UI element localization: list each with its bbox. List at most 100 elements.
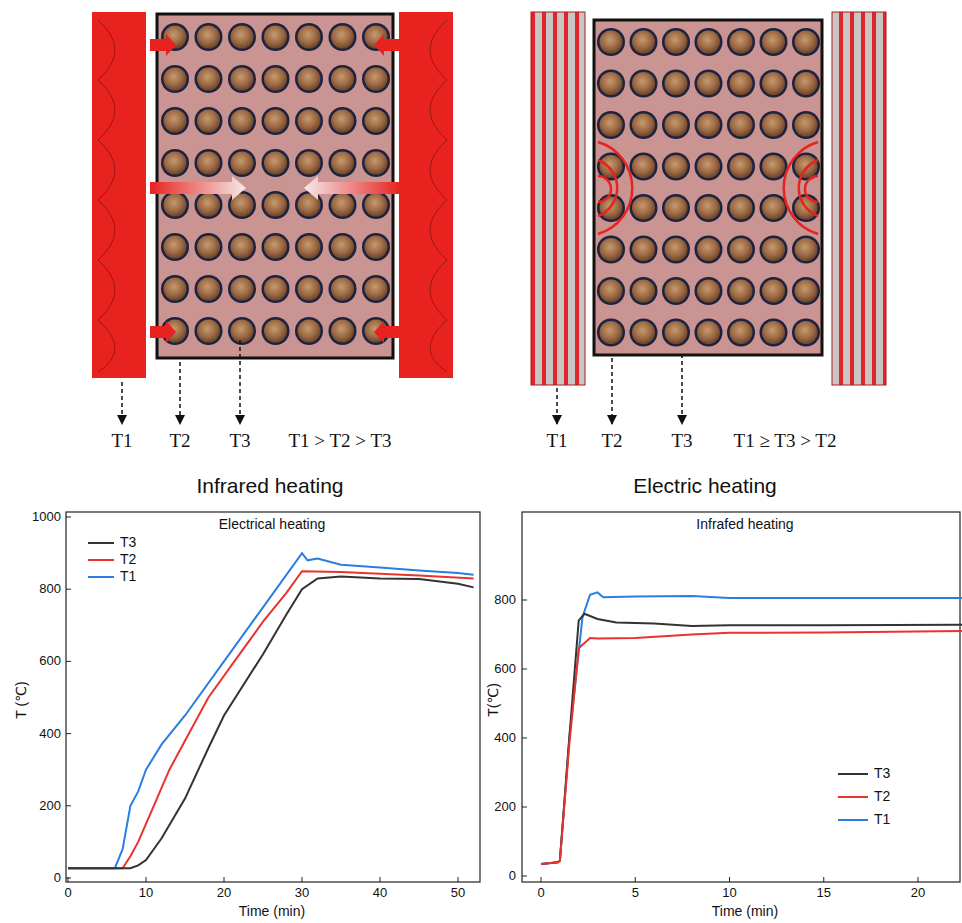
seed-ring xyxy=(727,236,755,264)
seed-ring xyxy=(195,149,223,177)
seed-ring xyxy=(662,236,690,264)
seed-ring xyxy=(727,319,755,347)
tick-label: 40 xyxy=(373,886,387,900)
legend-text: T3 xyxy=(120,535,136,550)
seed-ring xyxy=(792,28,820,56)
tick-label: 10 xyxy=(722,886,736,900)
heat-wave xyxy=(598,142,818,234)
seed xyxy=(697,321,720,344)
tick-label: 0 xyxy=(54,871,61,885)
seed-ring xyxy=(662,28,690,56)
electric-heater xyxy=(832,12,886,385)
temperature-label: T3 xyxy=(671,431,692,452)
seed-ring xyxy=(195,233,223,261)
tick-label: 50 xyxy=(451,886,465,900)
legend-sample xyxy=(838,819,868,821)
tick xyxy=(823,877,824,882)
seed-ring xyxy=(295,317,323,345)
caption-label: Infrared heating xyxy=(196,474,343,497)
tick xyxy=(380,877,381,882)
tick-label: 600 xyxy=(39,654,61,668)
seed xyxy=(795,114,818,137)
seed xyxy=(762,197,785,220)
tick-label: 10 xyxy=(139,886,153,900)
tick xyxy=(224,877,225,882)
seed-ring xyxy=(695,111,723,139)
temperature-label: T1 xyxy=(546,431,567,452)
seed xyxy=(600,321,623,344)
seed-ring xyxy=(228,317,256,345)
seed xyxy=(730,197,753,220)
tick-label: 15 xyxy=(817,886,831,900)
seed xyxy=(730,114,753,137)
seed-ring xyxy=(630,153,658,181)
legend-text: T1 xyxy=(874,812,890,827)
heater-lamp xyxy=(430,20,447,372)
seed-ring xyxy=(760,277,788,305)
seed xyxy=(197,320,220,343)
tick-label: 200 xyxy=(39,799,61,813)
seed xyxy=(264,320,287,343)
seed xyxy=(231,278,254,301)
temperature-label: T2 xyxy=(169,431,190,452)
seed-ring xyxy=(792,111,820,139)
seed-ring xyxy=(329,23,357,51)
seed-ring xyxy=(362,191,390,219)
seed-ring xyxy=(695,236,723,264)
seed xyxy=(264,152,287,175)
seed-ring xyxy=(228,275,256,303)
chart-frame xyxy=(66,512,480,882)
seed xyxy=(164,110,187,133)
seed xyxy=(697,72,720,95)
seed-ring xyxy=(329,275,357,303)
seed-ring xyxy=(630,277,658,305)
seed xyxy=(795,238,818,261)
tick-label: 800 xyxy=(494,593,516,607)
data-curve xyxy=(68,571,474,868)
seed xyxy=(164,278,187,301)
tick-label: 600 xyxy=(494,662,516,676)
seed-ring xyxy=(630,111,658,139)
tick-label: 30 xyxy=(295,886,309,900)
seed xyxy=(197,236,220,259)
seed xyxy=(697,197,720,220)
legend-sample xyxy=(838,773,868,775)
data-curve xyxy=(541,614,962,864)
tick xyxy=(66,805,71,806)
seed-ring xyxy=(760,236,788,264)
seed-ring xyxy=(228,65,256,93)
seed xyxy=(730,31,753,54)
seed xyxy=(231,320,254,343)
tick-label: 0 xyxy=(537,886,544,900)
tick xyxy=(635,877,636,882)
seed xyxy=(632,114,655,137)
seed-ring xyxy=(792,236,820,264)
tick xyxy=(918,877,919,882)
seed xyxy=(365,110,388,133)
seed xyxy=(365,278,388,301)
seed xyxy=(264,236,287,259)
seed-ring xyxy=(262,317,290,345)
tick xyxy=(458,877,459,882)
seed xyxy=(164,152,187,175)
seed-ring xyxy=(195,275,223,303)
seed xyxy=(264,194,287,217)
seed-ring xyxy=(695,277,723,305)
seed xyxy=(730,72,753,95)
seed-ring xyxy=(760,111,788,139)
seed-ring xyxy=(662,319,690,347)
seed xyxy=(730,321,753,344)
seed xyxy=(665,238,688,261)
seed-ring xyxy=(630,28,658,56)
tick-label: 5 xyxy=(632,886,639,900)
seed xyxy=(632,155,655,178)
sample-box xyxy=(594,20,822,355)
seed xyxy=(600,155,623,178)
seed-ring xyxy=(760,194,788,222)
tick xyxy=(68,877,69,882)
seed xyxy=(762,280,785,303)
ir-heater xyxy=(92,12,146,378)
caption-label: Infrafed heating xyxy=(696,517,793,532)
seed xyxy=(197,110,220,133)
seed xyxy=(331,320,354,343)
